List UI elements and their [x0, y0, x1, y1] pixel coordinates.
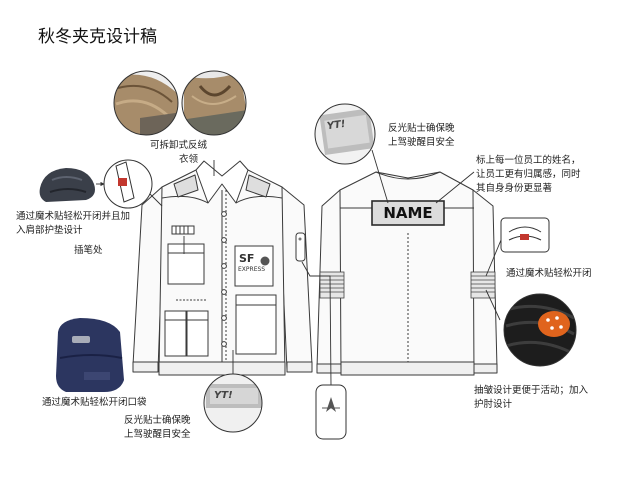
shoulder-velcro-detail [103, 159, 153, 209]
reflective-tag-front-text: YT! [214, 390, 233, 401]
sf-logo-subtext: EXPRESS [238, 266, 266, 273]
reflective-back-detail [314, 103, 376, 165]
reflective-back-note: 反光贴士确保晚 上驾驶醒目安全 [388, 123, 455, 148]
elbow-note: 抽皱设计更便于活动；加入 护肘设计 [474, 385, 589, 410]
front-right-sleeve [281, 186, 313, 371]
reflective-front-detail [203, 373, 263, 433]
pen-holder-note: 插笔处 [74, 245, 103, 256]
elbow-pad-detail [503, 293, 577, 367]
front-buttons [221, 211, 227, 347]
sleeve-closure-note: 通过魔术贴轻松开闭 [506, 268, 592, 279]
name-panel [371, 200, 445, 226]
pen-holder [171, 225, 195, 235]
pocket-velcro-photo [56, 318, 124, 392]
sf-logo-text: SF [239, 252, 255, 265]
sf-badge [234, 245, 274, 287]
collar-note: 可拆卸式反绒 衣领 [150, 140, 208, 165]
shoulder-note: 通过魔术贴轻松开闭并且加 入肩部护垫设计 [16, 211, 131, 236]
arm-pocket-detail [315, 384, 347, 440]
reflective-tag-back-text: YT! [326, 118, 347, 133]
collar-detail-1 [113, 70, 179, 136]
front-left-sleeve [132, 186, 163, 371]
name-tag-note: 标上每一位员工的姓名， 让员工更有归属感，同时 其自身身份更显著 [476, 155, 581, 194]
pocket-closure-note: 通过魔术贴轻松开闭口袋 [42, 397, 147, 408]
name-badge-text: NAME [383, 204, 433, 222]
leader-lines [96, 149, 502, 386]
reflective-front-note: 反光贴士确保晚 上驾驶醒目安全 [124, 415, 191, 440]
page-title: 秋冬夹克设计稿 [38, 27, 157, 47]
collar-detail-2 [181, 70, 247, 136]
front-collar [195, 160, 249, 204]
shoulder-pad-photo [39, 168, 95, 202]
front-pockets [164, 243, 277, 357]
sleeve-velcro-detail [500, 217, 550, 253]
